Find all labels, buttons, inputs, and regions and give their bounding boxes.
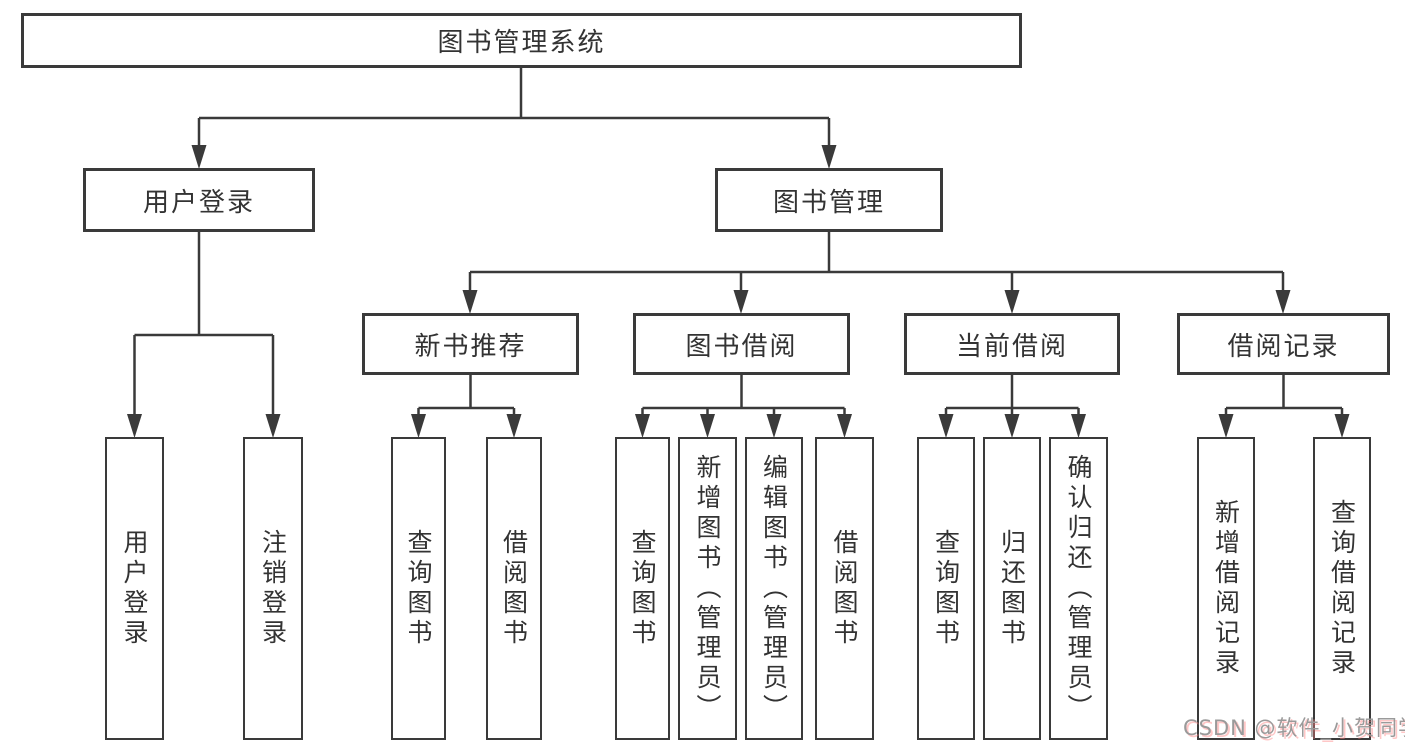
leaf-edit-books-admin: 编辑图书（管理员） [745, 437, 803, 740]
node-library-system: 图书管理系统 [21, 13, 1022, 68]
leaf-add-books-admin: 新增图书（管理员） [678, 437, 737, 740]
node-book-management: 图书管理 [715, 168, 943, 232]
leaf-query-borrow-record: 查询借阅记录 [1313, 437, 1371, 740]
node-borrow-record: 借阅记录 [1177, 313, 1390, 375]
node-current-borrow: 当前借阅 [904, 313, 1120, 375]
leaf-query-books-current: 查询图书 [917, 437, 975, 740]
leaf-user-login: 用户登录 [105, 437, 164, 740]
leaf-return-books: 归还图书 [983, 437, 1041, 740]
leaf-add-borrow-record: 新增借阅记录 [1197, 437, 1255, 740]
csdn-watermark: CSDN @软件_小贺同学 [1183, 716, 1405, 740]
leaf-borrow-books: 借阅图书 [815, 437, 874, 740]
node-new-book-recommend: 新书推荐 [362, 313, 579, 375]
leaf-query-books-recommend: 查询图书 [391, 437, 446, 740]
leaf-borrow-books-recommend: 借阅图书 [486, 437, 542, 740]
leaf-confirm-return-admin: 确认归还（管理员） [1049, 437, 1108, 740]
node-user-login: 用户登录 [83, 168, 315, 232]
node-book-borrow: 图书借阅 [633, 313, 850, 375]
leaf-query-books-borrow: 查询图书 [615, 437, 670, 740]
leaf-logout: 注销登录 [243, 437, 303, 740]
